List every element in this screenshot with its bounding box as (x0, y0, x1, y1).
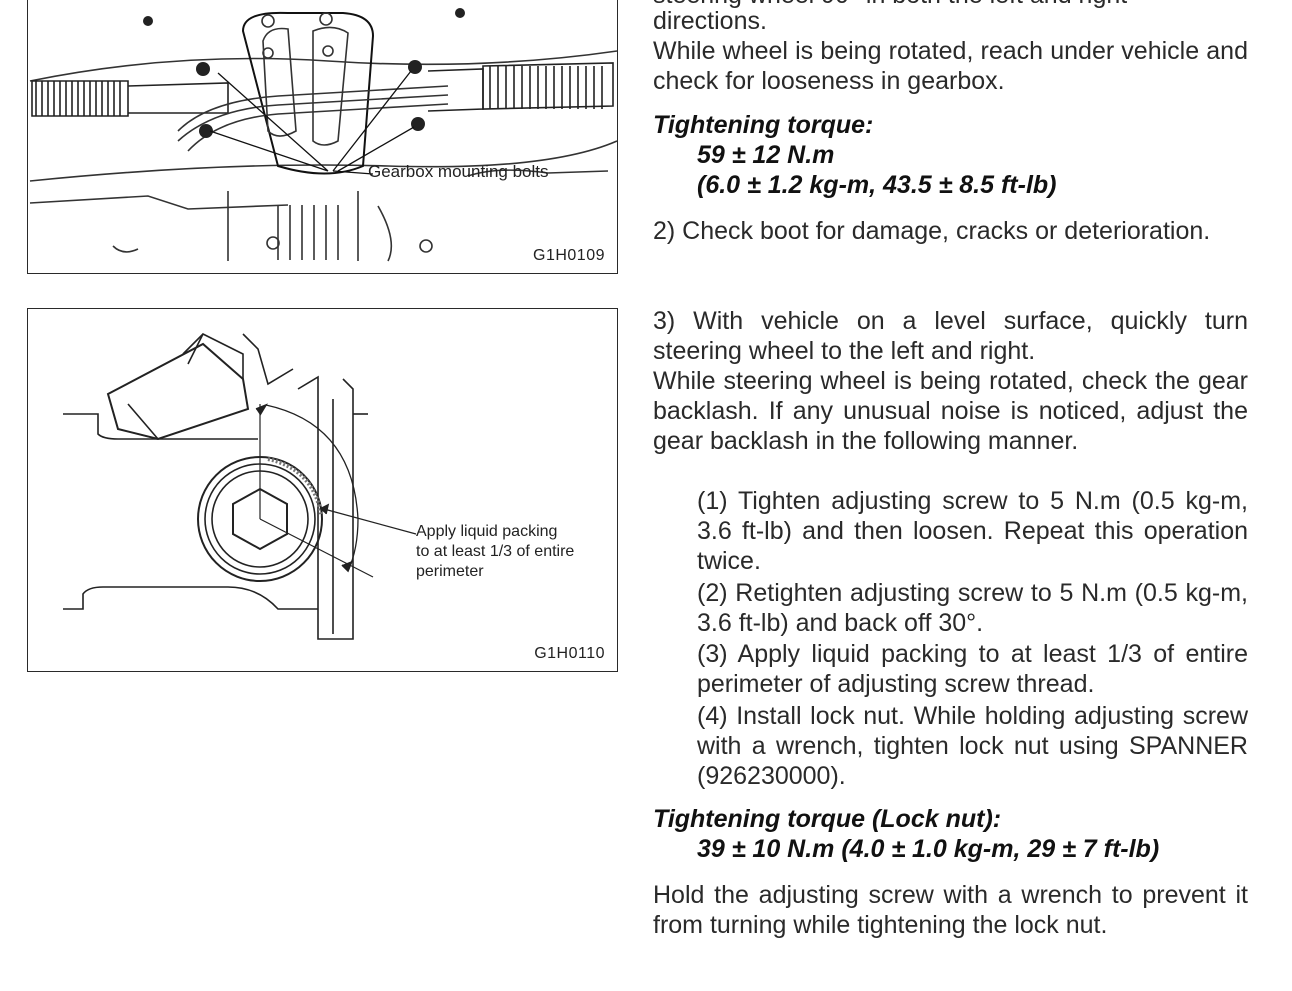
locknut-torque-value: 39 ± 10 N.m (4.0 ± 1.0 kg-m, 29 ± 7 ft-l… (697, 835, 1160, 863)
torque-heading: Tightening torque: (653, 111, 874, 139)
torque-value-conversions: (6.0 ± 1.2 kg-m, 43.5 ± 8.5 ft-lb) (697, 171, 1057, 199)
step-3-paragraph: 3) With vehicle on a level surface, quic… (653, 307, 1248, 365)
adjusting-screw-illustration (63, 333, 417, 640)
rotate-check-paragraph: While wheel is being rotated, reach unde… (653, 37, 1248, 95)
substep-3: (3) Apply liquid packing to at least 1/3… (697, 640, 1248, 698)
liquid-packing-callout: Apply liquid packing to at least 1/3 of … (416, 522, 616, 582)
callout-line: perimeter (416, 563, 484, 580)
figure-adjusting-screw: Apply liquid packing to at least 1/3 of … (27, 308, 618, 672)
directions-line: directions. (653, 7, 767, 35)
figure-code: G1H0110 (534, 645, 605, 662)
cut-off-line: steering wheel 90° in both the left and … (653, 0, 1248, 10)
locknut-torque-heading: Tightening torque (Lock nut): (653, 805, 1002, 833)
callout-line: Apply liquid packing (416, 523, 558, 540)
cut-line-container: steering wheel 90° in both the left and … (653, 0, 1248, 10)
step-2-paragraph: 2) Check boot for damage, cracks or dete… (653, 217, 1211, 245)
final-paragraph: Hold the adjusting screw with a wrench t… (653, 881, 1248, 939)
gearbox-bolts-callout: Gearbox mounting bolts (368, 162, 549, 181)
substep-2: (2) Retighten adjusting screw to 5 N.m (… (697, 579, 1248, 637)
torque-value: 59 ± 12 N.m (697, 141, 835, 169)
figure-gearbox-mounting: Gearbox mounting bolts G1H0109 (27, 0, 618, 274)
substep-4: (4) Install lock nut. While holding adju… (697, 702, 1248, 790)
gearbox-illustration (29, 8, 618, 262)
step-3-detail-paragraph: While steering wheel is being rotated, c… (653, 367, 1248, 455)
figure-code: G1H0109 (533, 247, 605, 264)
substep-1: (1) Tighten adjusting screw to 5 N.m (0.… (697, 487, 1248, 575)
callout-line: to at least 1/3 of entire (416, 543, 575, 560)
